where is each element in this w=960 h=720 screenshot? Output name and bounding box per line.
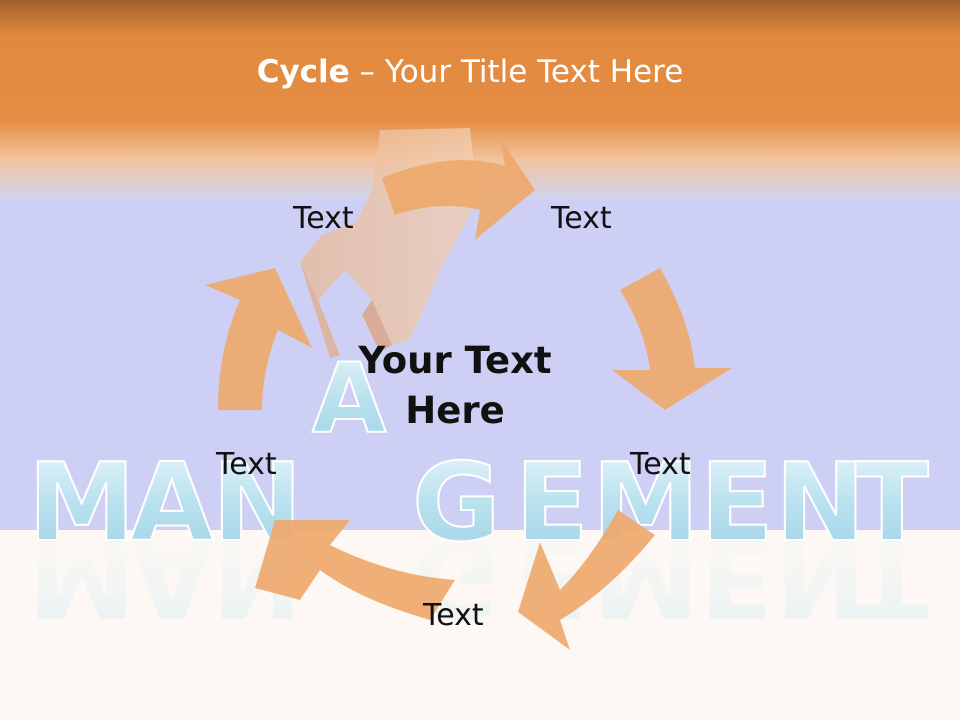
slide-title: Cycle – Your Title Text Here <box>0 54 940 90</box>
bg-letter: N <box>775 441 865 566</box>
center-text-line2: Here <box>405 389 505 432</box>
background-lavender-band <box>0 200 960 530</box>
svg-text:T: T <box>855 514 929 639</box>
cycle-arrow <box>518 510 655 650</box>
svg-text:N: N <box>775 514 865 639</box>
svg-text:A: A <box>130 514 214 639</box>
bg-letter: A <box>311 342 387 456</box>
label-left: Text <box>216 447 277 482</box>
bg-letter: T <box>855 441 929 566</box>
center-text: Your Text Here <box>330 336 580 436</box>
svg-text:E: E <box>700 514 774 639</box>
bg-letter: E <box>515 441 589 566</box>
title-bold: Cycle <box>256 54 350 90</box>
label-top-right: Text <box>551 201 612 236</box>
label-right: Text <box>630 447 691 482</box>
label-bottom: Text <box>423 598 484 633</box>
label-top-left: Text <box>293 201 354 236</box>
svg-text:M: M <box>28 514 135 639</box>
bg-letter: G <box>412 441 501 566</box>
title-rest: – Your Title Text Here <box>349 54 684 90</box>
bg-letter: A <box>130 441 214 566</box>
cycle-arrow <box>205 268 312 410</box>
cycle-arrow <box>382 138 535 240</box>
cycle-arrow <box>612 268 732 410</box>
bg-word-reflection: M A N G E M E N T <box>28 514 929 639</box>
background-cream-band <box>0 530 960 720</box>
center-text-line1: Your Text <box>358 339 552 382</box>
svg-text:A: A <box>312 343 386 455</box>
cycle-arrow <box>255 520 455 620</box>
bg-word-management: M A N G E M E N T <box>27 440 930 567</box>
bg-letter: E <box>700 441 774 566</box>
bg-letter: M <box>28 441 135 566</box>
